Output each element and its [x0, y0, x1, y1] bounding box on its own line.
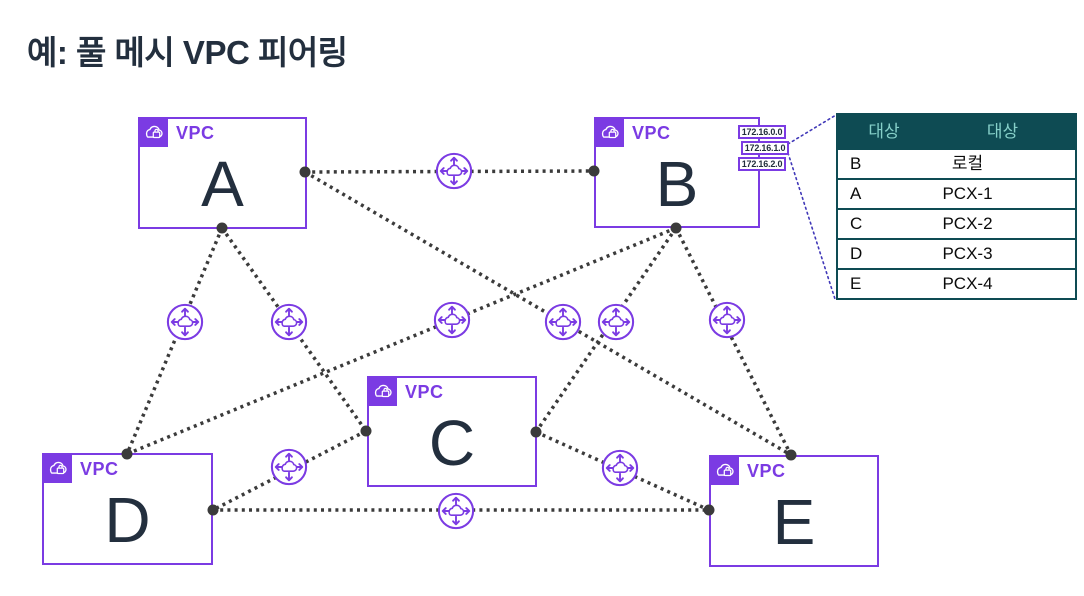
- route-table-row: C PCX-2: [838, 208, 1075, 238]
- route-table-row: A PCX-1: [838, 178, 1075, 208]
- vpc-letter-c: C: [428, 406, 476, 479]
- route-target: D: [850, 244, 863, 263]
- cidr-label: 172.16.1.0: [741, 141, 789, 155]
- vpc-label: VPC: [176, 123, 215, 143]
- connection-b-c: [534, 227, 678, 433]
- vpc-letter-a: A: [201, 148, 244, 220]
- route-table-header-via: 대상: [986, 122, 1019, 141]
- route-target: E: [850, 274, 862, 293]
- cidr-label: 172.16.2.0: [738, 157, 786, 171]
- peering-icon-b-e: [708, 301, 746, 339]
- route-target: B: [850, 154, 862, 173]
- peering-icon-a-c: [270, 303, 308, 341]
- peering-icon-c-e: [601, 449, 639, 487]
- route-via: PCX-4: [942, 274, 993, 293]
- peering-icon-b-d: [433, 301, 471, 339]
- route-table-row: E PCX-4: [838, 268, 1075, 298]
- callout-line-bottom: [787, 152, 836, 300]
- route-via: PCX-1: [942, 184, 993, 203]
- route-target: A: [850, 184, 862, 203]
- peering-icon-a-d: [166, 303, 204, 341]
- connection-c-d: [212, 429, 367, 512]
- vpc-box-a: VPC A: [138, 117, 307, 229]
- vpc-box-b: VPC B: [594, 117, 760, 228]
- connection-c-e: [535, 430, 710, 512]
- route-table-row: D PCX-3: [838, 238, 1075, 268]
- page-title: 예: 풀 메시 VPC 피어링: [27, 34, 348, 71]
- route-table-header: 대상 대상: [838, 115, 1075, 148]
- cidr-label: 172.16.0.0: [738, 125, 786, 139]
- peering-icon-b-c: [597, 303, 635, 341]
- vpc-label: VPC: [80, 459, 119, 479]
- connection-a-b: [304, 169, 595, 174]
- connection-b-e: [674, 227, 793, 456]
- vpc-box-c: VPC C: [367, 376, 537, 487]
- peering-icon-a-b: [435, 152, 473, 190]
- route-via: 로컬: [951, 154, 984, 173]
- vpc-letter-d: D: [104, 484, 151, 556]
- vpc-label: VPC: [632, 123, 671, 143]
- route-via: PCX-2: [942, 214, 993, 233]
- vpc-box-e: VPC E: [709, 455, 879, 567]
- vpc-letter-e: E: [772, 486, 816, 558]
- vpc-letter-b: B: [655, 147, 699, 220]
- route-table-row: B 로컬: [838, 148, 1075, 178]
- peering-icon-d-e: [437, 492, 475, 530]
- peering-icon-a-e: [544, 303, 582, 341]
- vpc-box-d: VPC D: [42, 453, 213, 565]
- peering-icon-c-d: [270, 448, 308, 486]
- connection-a-c: [220, 226, 368, 433]
- connection-a-d: [125, 227, 224, 455]
- route-target: C: [850, 214, 863, 233]
- callout-line-top: [787, 114, 837, 145]
- vpc-label: VPC: [747, 461, 786, 481]
- route-via: PCX-3: [942, 244, 993, 263]
- route-table: 대상 대상 B 로컬 A PCX-1 C PCX-2 D PCX-3 E PCX…: [836, 113, 1077, 300]
- route-table-header-target: 대상: [868, 122, 900, 141]
